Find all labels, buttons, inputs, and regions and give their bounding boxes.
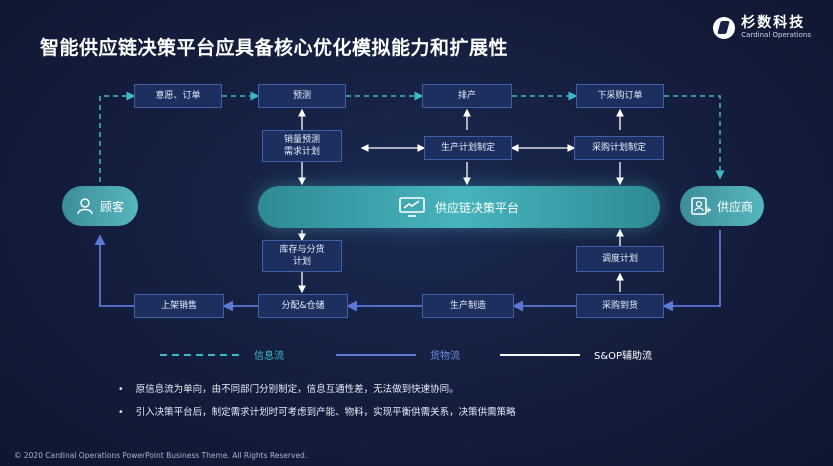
logo-name-cn: 杉数科技	[741, 15, 806, 31]
manufacturing-box: 生产制造	[422, 294, 514, 318]
legend-sop-line	[500, 353, 580, 356]
dispatch-plan-box: 调度计划	[576, 246, 664, 272]
legend-goods: 货物流	[336, 347, 460, 362]
purchase-arrival-box: 采购到货	[576, 294, 664, 318]
allocation-storage-box: 分配&仓储	[258, 294, 348, 318]
legend-sop-label: S&OP辅助流	[594, 351, 653, 362]
sales-forecast-box: 销量预测 需求计划	[262, 130, 342, 162]
bullet-item: 引入决策平台后，制定需求计划时可考虑到产能、物料，实现平衡供需关系，决策供需策略	[118, 404, 516, 418]
customer-label: 顾客	[99, 199, 124, 214]
forecast-box: 预测	[258, 84, 346, 108]
production-plan-box: 生产计划制定	[424, 136, 512, 160]
monitor-chart-icon	[399, 197, 425, 217]
legend-info-label: 信息流	[254, 351, 284, 362]
orders-box: 意愿、订单	[134, 84, 222, 108]
legend-info: 信息流	[160, 347, 284, 362]
legend-goods-label: 货物流	[430, 351, 460, 362]
copyright-footer: © 2020 Cardinal Operations PowerPoint Bu…	[14, 451, 308, 460]
inventory-plan-box: 库存与分货 计划	[262, 240, 342, 272]
logo-icon	[713, 16, 736, 39]
user-icon	[77, 198, 93, 215]
supplier-label: 供应商	[716, 199, 753, 214]
supplier-node: 供应商	[680, 186, 764, 226]
shelf-sales-box: 上架销售	[134, 294, 224, 318]
platform-label: 供应链决策平台	[434, 200, 519, 215]
logo-name-en: Cardinal Operations	[741, 31, 811, 39]
company-logo: 杉数科技 Cardinal Operations	[713, 16, 811, 39]
legend-sop: S&OP辅助流	[500, 347, 652, 362]
supplier-icon	[691, 197, 711, 215]
bullet-item: 原信息流为单向，由不同部门分别制定，信息互通性差，无法做到快速协同。	[118, 381, 516, 395]
bullet-list: 原信息流为单向，由不同部门分别制定，信息互通性差，无法做到快速协同。 引入决策平…	[118, 381, 516, 427]
page-title: 智能供应链决策平台应具备核心优化模拟能力和扩展性	[40, 37, 509, 59]
legend-info-line	[160, 353, 240, 356]
customer-node: 顾客	[62, 186, 138, 226]
scheduling-box: 排产	[422, 84, 512, 108]
purchase-order-box: 下采购订单	[576, 84, 664, 108]
legend-goods-line	[336, 353, 416, 356]
decision-platform: 供应链决策平台	[258, 186, 660, 228]
procurement-plan-box: 采购计划制定	[574, 136, 664, 160]
